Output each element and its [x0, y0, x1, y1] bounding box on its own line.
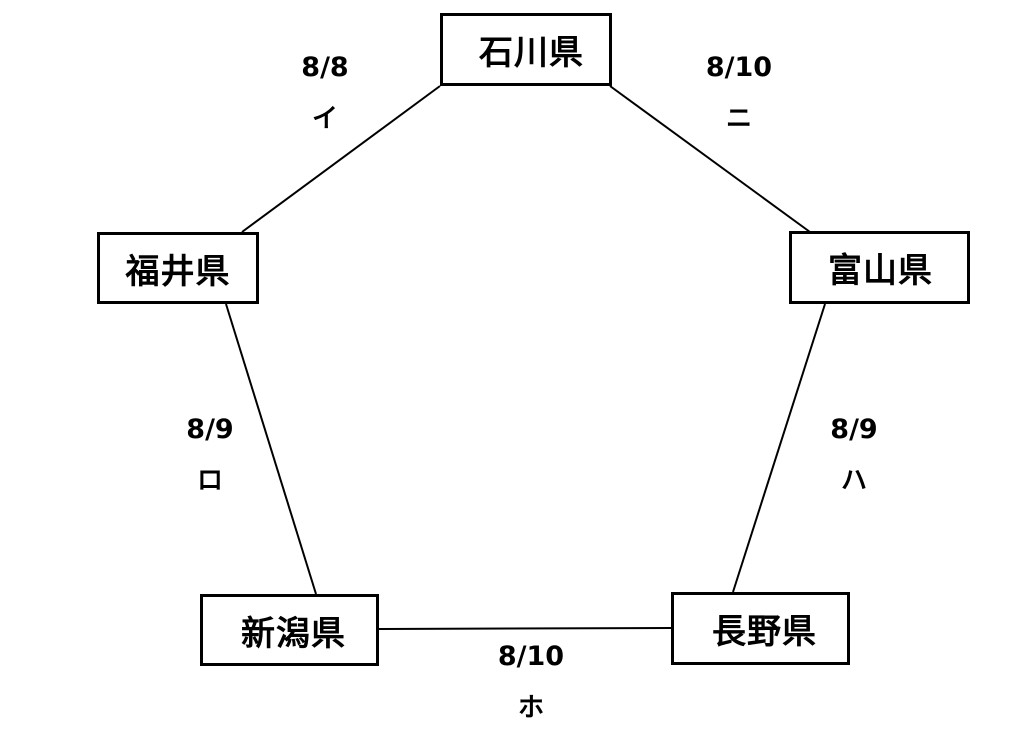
edge-code: ニ	[725, 104, 752, 134]
edge-line-ishikawa-toyama	[609, 85, 811, 233]
node-ishikawa: 石川県	[440, 13, 612, 86]
edge-code: ロ	[196, 466, 223, 496]
node-fukui: 福井県	[97, 232, 259, 304]
node-toyama: 富山県	[789, 231, 970, 304]
edge-line-ishikawa-fukui	[241, 85, 441, 233]
node-nagano: 長野県	[671, 592, 850, 665]
edge-line-niigata-nagano	[377, 627, 672, 630]
edge-code: イ	[311, 104, 338, 134]
edge-label-ishikawa-toyama: 8/10 ニ	[689, 52, 789, 134]
edge-date: 8/10	[497, 641, 565, 672]
edge-label-toyama-nagano: 8/9 ハ	[804, 414, 904, 496]
edge-label-fukui-niigata: 8/9 ロ	[160, 414, 260, 496]
edge-line-fukui-niigata	[225, 303, 317, 595]
edge-line-toyama-nagano	[732, 303, 826, 593]
edge-label-ishikawa-fukui: 8/8 イ	[275, 52, 375, 134]
edge-date: 8/10	[705, 52, 773, 83]
edge-date: 8/9	[830, 414, 878, 445]
edge-label-niigata-nagano: 8/10 ホ	[481, 641, 581, 723]
edge-date: 8/9	[186, 414, 234, 445]
node-niigata: 新潟県	[200, 594, 379, 666]
edge-code: ホ	[517, 693, 544, 723]
edge-code: ハ	[840, 466, 867, 496]
edge-date: 8/8	[301, 52, 349, 83]
